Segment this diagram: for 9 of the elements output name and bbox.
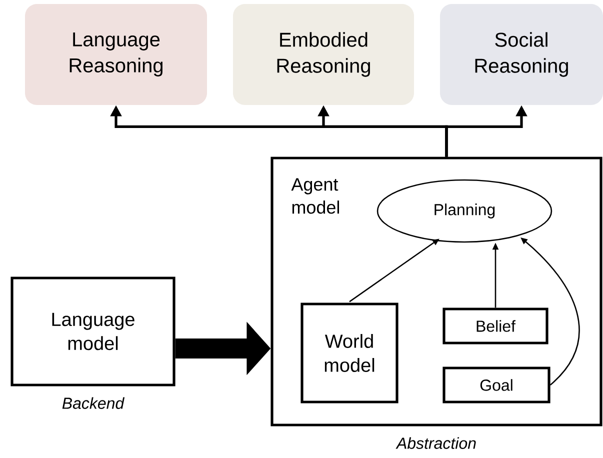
belief-box: Belief xyxy=(442,308,548,344)
model-box: Language model xyxy=(10,276,176,386)
node-label: Abstraction xyxy=(396,437,476,449)
reasoning-box: Language Reasoning xyxy=(25,4,207,105)
reasoning-box: Social Reasoning xyxy=(440,4,603,105)
goal-box: Goal xyxy=(442,366,550,404)
reasoning-box: Embodied Reasoning xyxy=(233,4,414,105)
model-box: World model xyxy=(300,302,398,404)
node-label: Backend xyxy=(62,397,125,409)
